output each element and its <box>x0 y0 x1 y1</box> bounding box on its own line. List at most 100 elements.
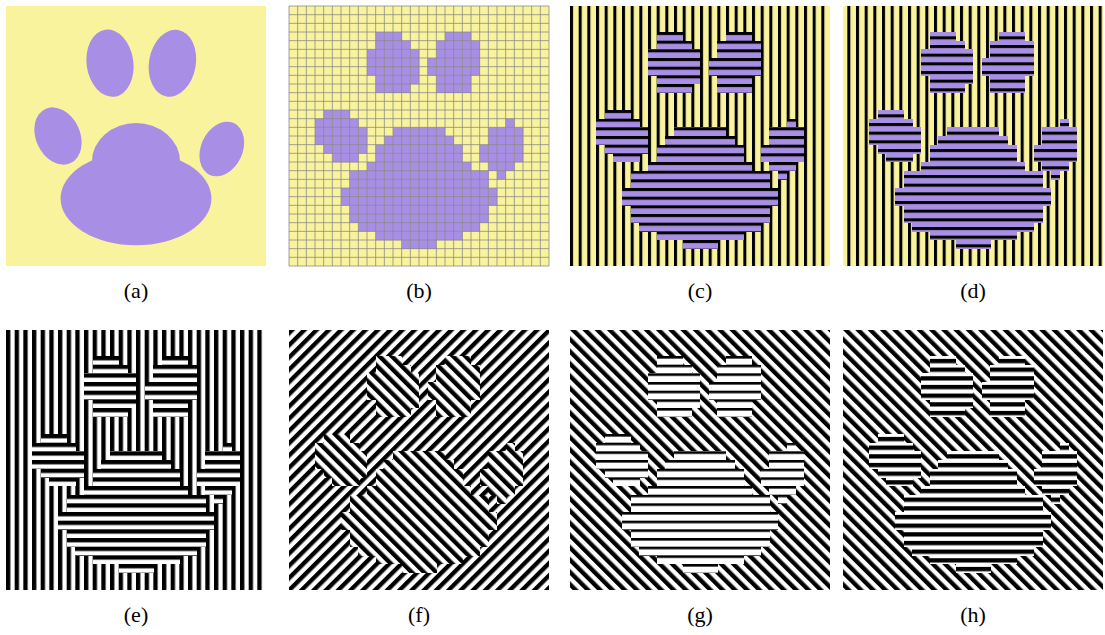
stripe-cell <box>878 110 887 119</box>
stripe-cell <box>410 460 419 469</box>
stripe-cell <box>886 434 895 443</box>
pixel-cell <box>428 231 437 240</box>
stripe-cell <box>964 555 973 564</box>
stripe-cell <box>683 145 692 154</box>
stripe-cell <box>1025 197 1034 206</box>
stripe-cell <box>912 197 921 206</box>
stripe-cell <box>110 486 119 495</box>
stripe-cell <box>445 529 454 538</box>
stripe-cell <box>153 521 162 530</box>
stripe-cell <box>752 67 761 76</box>
stripe-cell <box>324 460 333 469</box>
stripe-cell <box>205 477 214 486</box>
stripe-cell <box>188 382 197 391</box>
stripe-cell <box>904 179 913 188</box>
stripe-cell <box>1042 188 1051 197</box>
stripe-cell <box>717 188 726 197</box>
stripe-cell <box>393 538 402 547</box>
stripe-cell <box>683 373 692 382</box>
stripe-cell <box>990 145 999 154</box>
stripe-cell <box>947 512 956 521</box>
stripe-cell <box>947 75 956 84</box>
stripe-cell <box>999 179 1008 188</box>
stripe-cell <box>419 451 428 460</box>
stripe-cell <box>717 382 726 391</box>
stripe-cell <box>709 231 718 240</box>
pixel-cell <box>402 223 411 232</box>
stripe-cell <box>761 197 770 206</box>
stripe-cell <box>188 503 197 512</box>
stripe-cell <box>700 214 709 223</box>
stripe-cell <box>709 188 718 197</box>
pixel-cell <box>367 223 376 232</box>
stripe-cell <box>735 231 744 240</box>
stripe-cell <box>1060 119 1069 128</box>
stripe-cell <box>410 382 419 391</box>
stripe-cell <box>127 477 136 486</box>
pixel-cell <box>358 205 367 214</box>
stripe-cell <box>973 555 982 564</box>
stripe-cell <box>769 460 778 469</box>
stripe-cell <box>717 67 726 76</box>
stripe-cell <box>101 538 110 547</box>
stripe-cell <box>956 512 965 521</box>
stripe-cell <box>58 460 67 469</box>
stripe-cell <box>350 538 359 547</box>
stripe-cell <box>938 32 947 41</box>
stripe-cell <box>700 495 709 504</box>
stripe-cell <box>726 512 735 521</box>
pixel-cell <box>497 145 506 154</box>
stripe-cell <box>947 538 956 547</box>
stripe-cell <box>999 205 1008 214</box>
pixel-cell <box>428 136 437 145</box>
stripe-cell <box>214 495 223 504</box>
stripe-cell <box>1051 162 1060 171</box>
stripe-cell <box>999 231 1008 240</box>
stripe-cell <box>787 469 796 478</box>
stripe-cell <box>367 512 376 521</box>
pixel-cell <box>341 119 350 128</box>
stripe-cell <box>1060 127 1069 136</box>
stripe-cell <box>912 223 921 232</box>
stripe-cell <box>393 503 402 512</box>
stripe-cell <box>665 503 674 512</box>
stripe-cell <box>376 391 385 400</box>
stripe-cell <box>179 365 188 374</box>
stripe-cell <box>332 460 341 469</box>
stripe-cell <box>674 529 683 538</box>
stripe-cell <box>709 58 718 67</box>
stripe-cell <box>101 460 110 469</box>
grid-line <box>289 170 549 171</box>
stripe-cell <box>605 469 614 478</box>
stripe-cell <box>930 477 939 486</box>
pixel-cell <box>506 136 515 145</box>
pixel-cell <box>428 153 437 162</box>
pixel-cell <box>462 75 471 84</box>
stripe-cell <box>787 162 796 171</box>
stripe-cell <box>964 153 973 162</box>
stripe-cell <box>1025 214 1034 223</box>
grid-line <box>289 66 549 67</box>
stripe-cell <box>964 179 973 188</box>
stripe-cell <box>886 110 895 119</box>
stripe-cell <box>41 451 50 460</box>
stripe-cell <box>622 477 631 486</box>
stripe-cell <box>1034 153 1043 162</box>
stripe-cell <box>1051 153 1060 162</box>
stripe-cell <box>921 391 930 400</box>
pixel-cell <box>367 205 376 214</box>
paw-pad <box>191 114 253 183</box>
stripe-cell <box>84 495 93 504</box>
stripe-cell <box>956 555 965 564</box>
pixel-cell <box>393 188 402 197</box>
stripe-cell <box>691 477 700 486</box>
grid-line <box>289 205 549 206</box>
stripe-cell <box>938 205 947 214</box>
pixel-cell <box>402 162 411 171</box>
stripe-cell <box>691 179 700 188</box>
stripe-cell <box>964 477 973 486</box>
stripe-cell <box>1060 136 1069 145</box>
stripe-cell <box>162 382 171 391</box>
pixel-cell <box>445 223 454 232</box>
stripe-cell <box>912 145 921 154</box>
